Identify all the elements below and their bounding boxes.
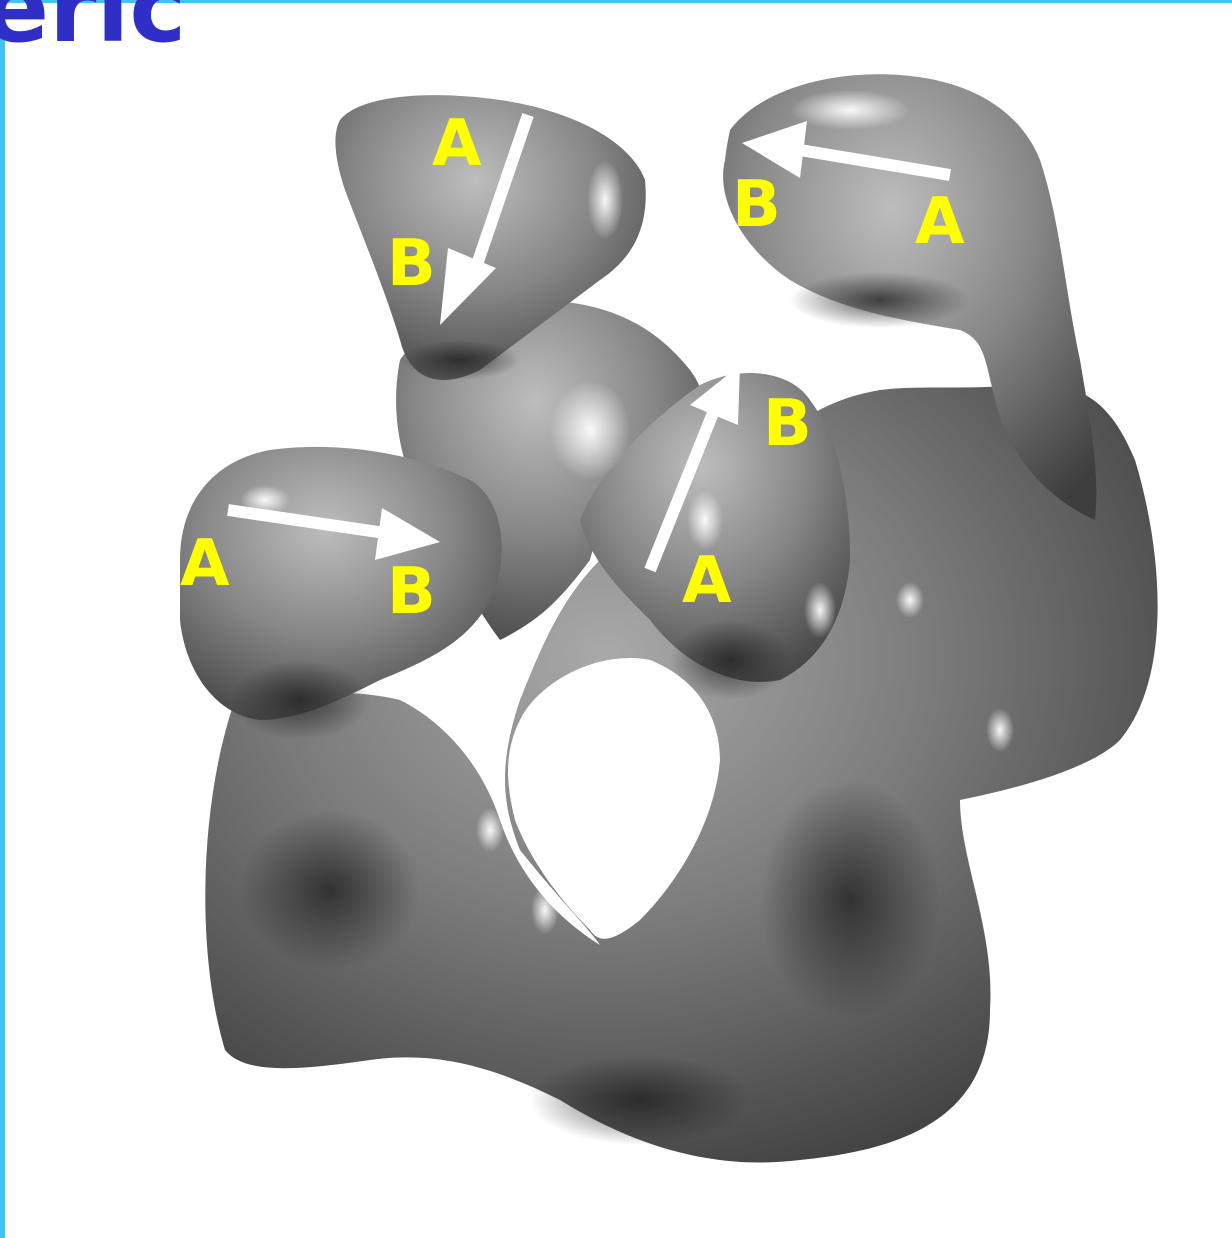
shadow-hook <box>790 272 970 328</box>
label-center-a: A <box>682 544 732 618</box>
shadow-left-neck <box>230 660 370 740</box>
highlight-body-5 <box>896 582 924 618</box>
highlight-body-2 <box>986 708 1014 752</box>
shadow-top-left <box>400 340 520 380</box>
highlight-top-left <box>587 160 623 240</box>
label-left-b: B <box>387 555 436 629</box>
label-top-right-a: A <box>915 185 965 259</box>
label-top-right-b: B <box>732 168 781 242</box>
highlight-top-right <box>790 90 910 130</box>
highlight-center <box>687 490 723 550</box>
highlight-body-3 <box>476 808 504 852</box>
label-top-left-b: B <box>387 227 436 301</box>
highlight-body-4 <box>531 886 559 934</box>
highlight-neck <box>550 380 630 480</box>
label-left-a: A <box>180 527 230 601</box>
highlight-body-1 <box>804 582 836 638</box>
shadow-right <box>760 780 940 1020</box>
label-center-b: B <box>763 387 812 461</box>
label-top-left-a: A <box>432 107 482 181</box>
shadow-lower-left <box>240 810 420 970</box>
molecule-surface <box>180 74 1158 1162</box>
shadow-bottom <box>530 1055 750 1145</box>
